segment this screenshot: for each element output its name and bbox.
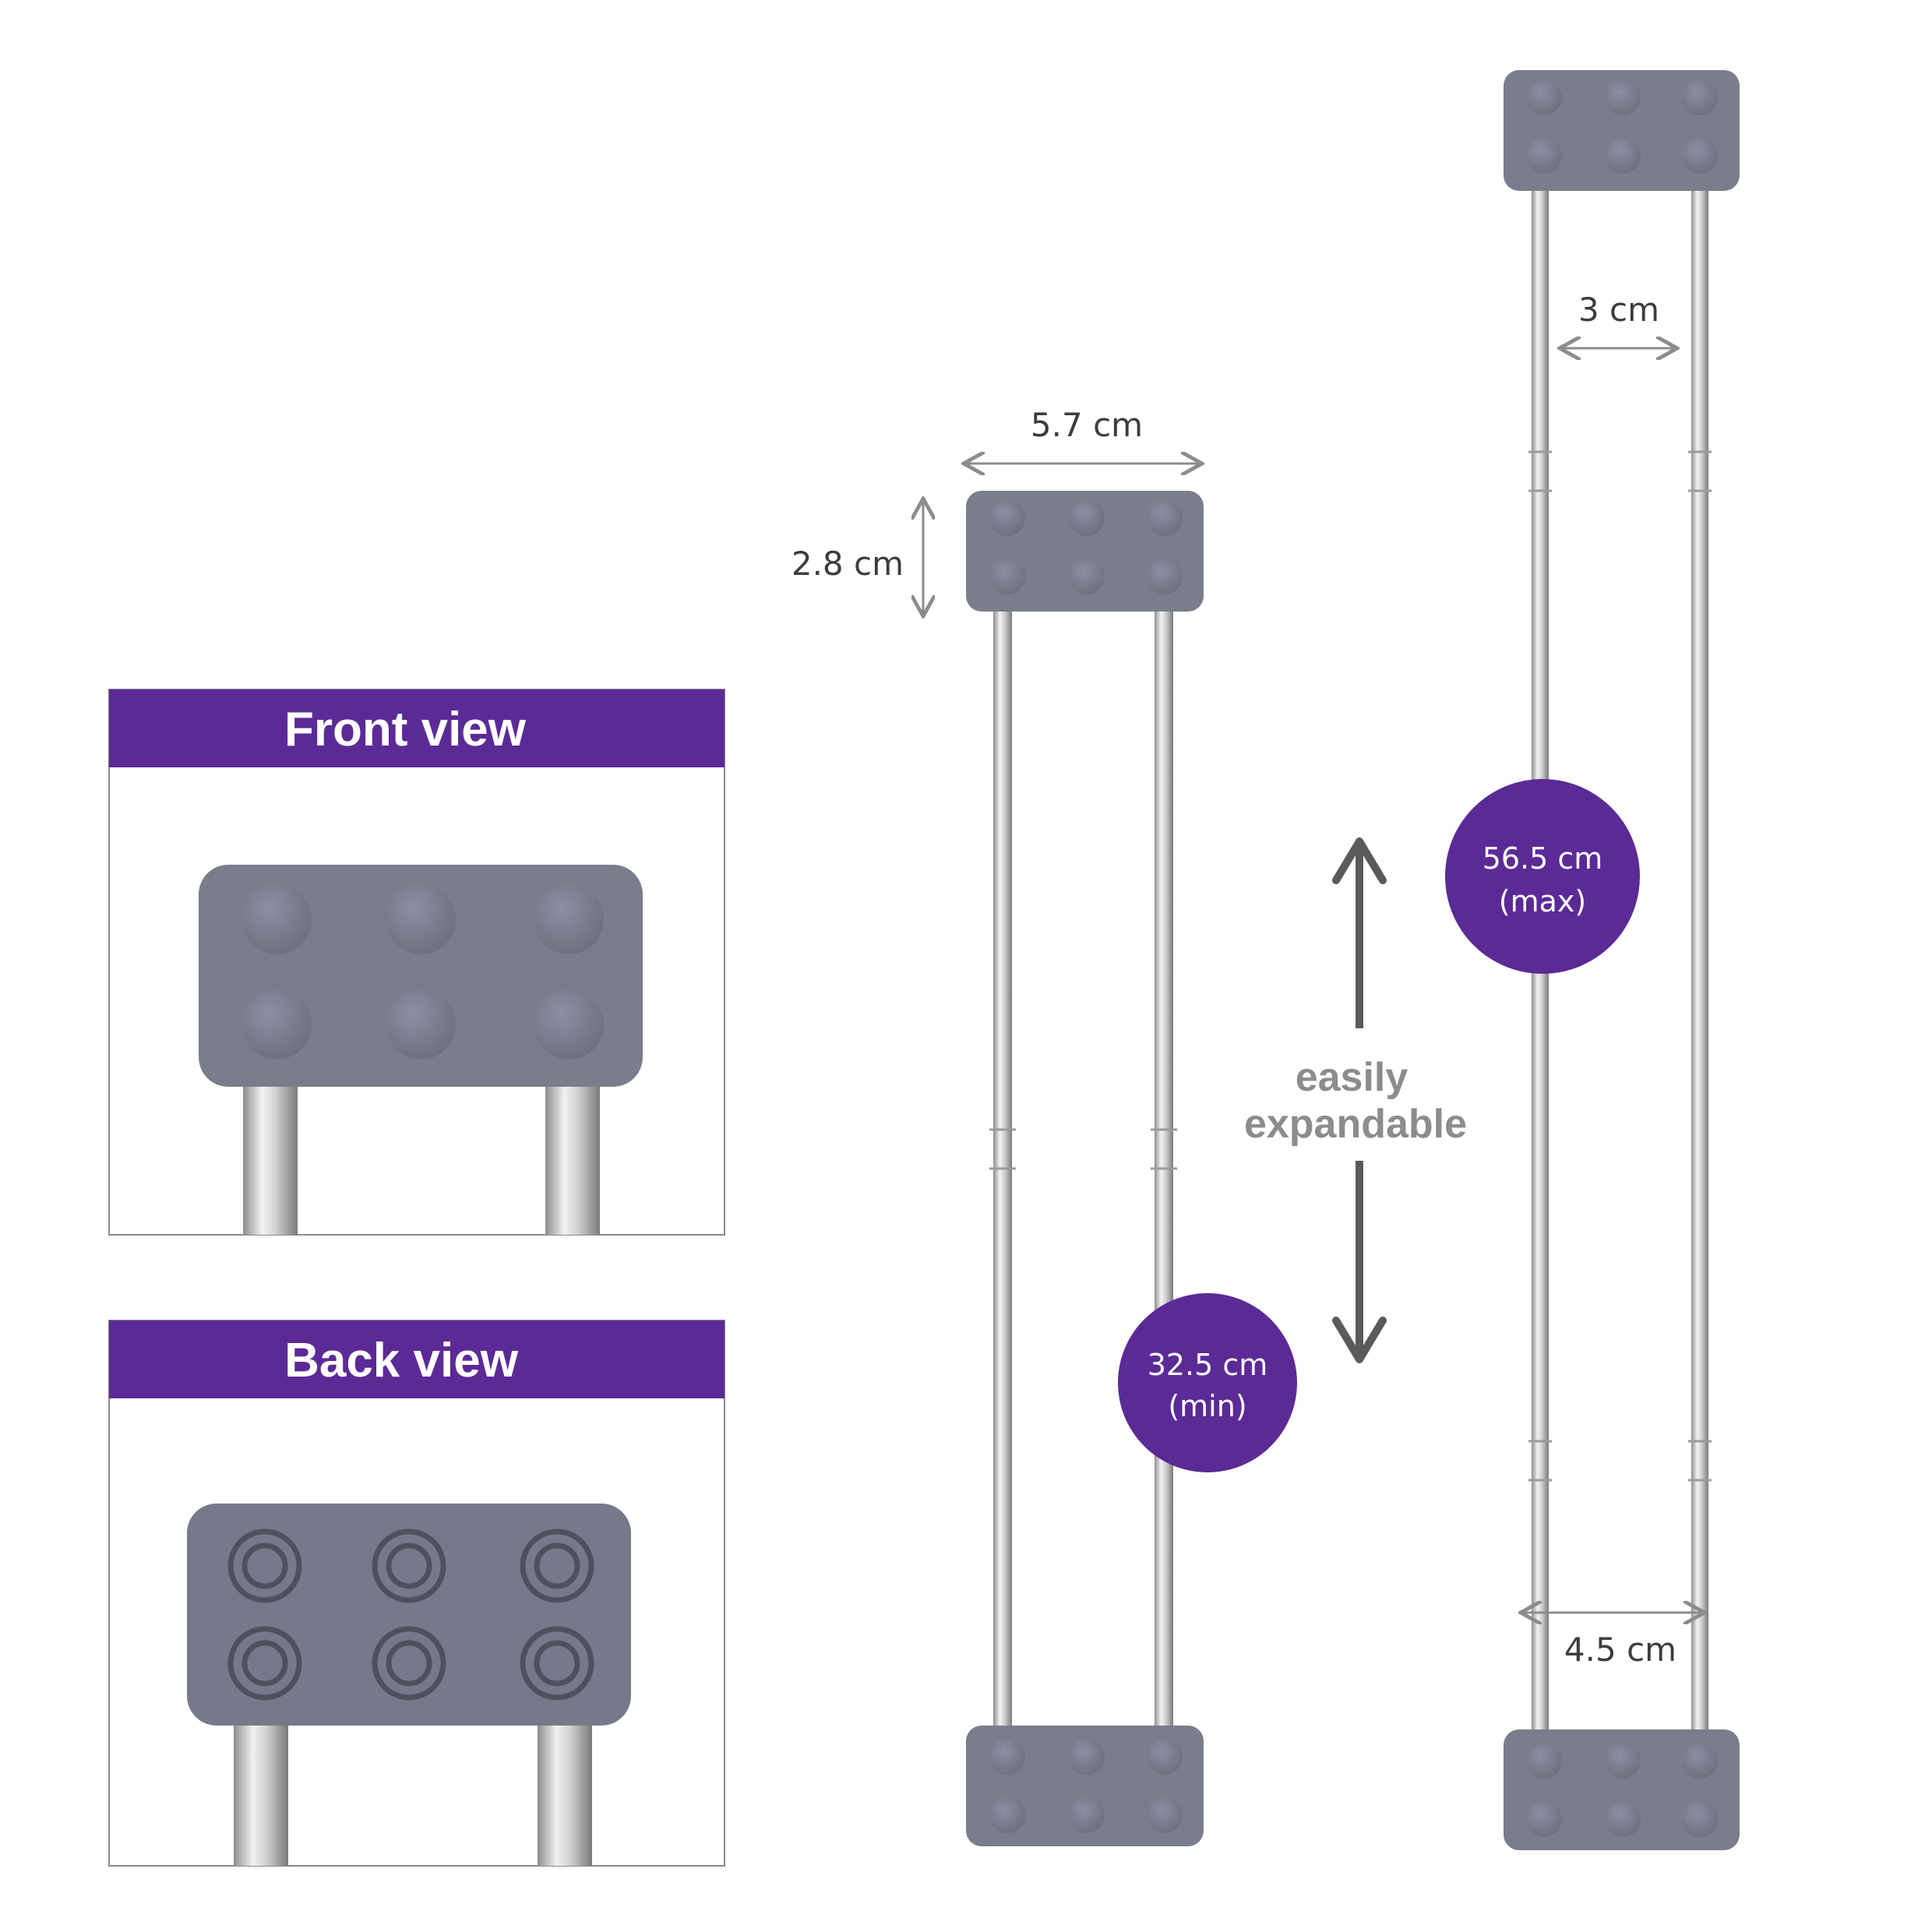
max-rod-joints — [1528, 450, 1712, 1482]
min-top-studs — [989, 500, 1183, 594]
min-length-value: 32.5 cm — [1148, 1348, 1268, 1382]
min-length-badge — [1118, 1293, 1297, 1472]
back-rod-right — [538, 1714, 592, 1866]
front-block-studs — [242, 884, 604, 1059]
min-rod-joints — [989, 1128, 1177, 1170]
expand-label-line1: easily — [1296, 1055, 1408, 1100]
min-length-note: (min) — [1168, 1389, 1246, 1423]
back-rod-left — [234, 1714, 288, 1866]
front-view-header — [109, 689, 724, 767]
holder-min: 5.7 cm 2.8 cm 32.5 cm (min) — [791, 406, 1297, 1846]
block-width-label: 5.7 cm — [1031, 406, 1143, 444]
inner-gap-label: 3 cm — [1578, 291, 1659, 329]
holder-max: 3 cm 4.5 cm 56.5 cm (max) — [1445, 70, 1740, 1850]
max-bottom-block — [1504, 1729, 1740, 1850]
back-block-sockets — [227, 1528, 594, 1701]
min-rod-right — [1155, 608, 1173, 1745]
max-top-block — [1504, 70, 1740, 191]
back-view-title: Back view — [284, 1334, 519, 1387]
expand-arrow-up-icon — [1332, 837, 1387, 884]
front-rod-right — [545, 1083, 600, 1235]
max-top-studs — [1526, 79, 1718, 174]
min-bottom-block — [966, 1726, 1204, 1846]
max-length-badge — [1445, 779, 1640, 974]
max-length-value: 56.5 cm — [1482, 841, 1603, 876]
back-view-header — [109, 1320, 724, 1398]
min-top-block — [966, 491, 1204, 612]
back-block — [187, 1504, 631, 1726]
back-view-panel: Back view — [108, 1320, 725, 1867]
block-height-label: 2.8 cm — [791, 545, 904, 583]
min-rod-left — [993, 608, 1012, 1745]
min-bottom-studs — [989, 1739, 1183, 1833]
front-view-panel: Front view — [108, 689, 725, 1236]
front-view-title: Front view — [284, 703, 527, 756]
expand-indicator: easily expandable — [1244, 837, 1467, 1363]
max-length-note: (max) — [1499, 884, 1586, 918]
front-rod-left — [243, 1083, 298, 1235]
outer-gap-label: 4.5 cm — [1564, 1631, 1676, 1669]
expand-arrow-down-icon — [1332, 1317, 1387, 1363]
expand-label-line2: expandable — [1244, 1102, 1467, 1147]
max-bottom-studs — [1526, 1743, 1718, 1837]
max-rod-right — [1691, 187, 1708, 1753]
